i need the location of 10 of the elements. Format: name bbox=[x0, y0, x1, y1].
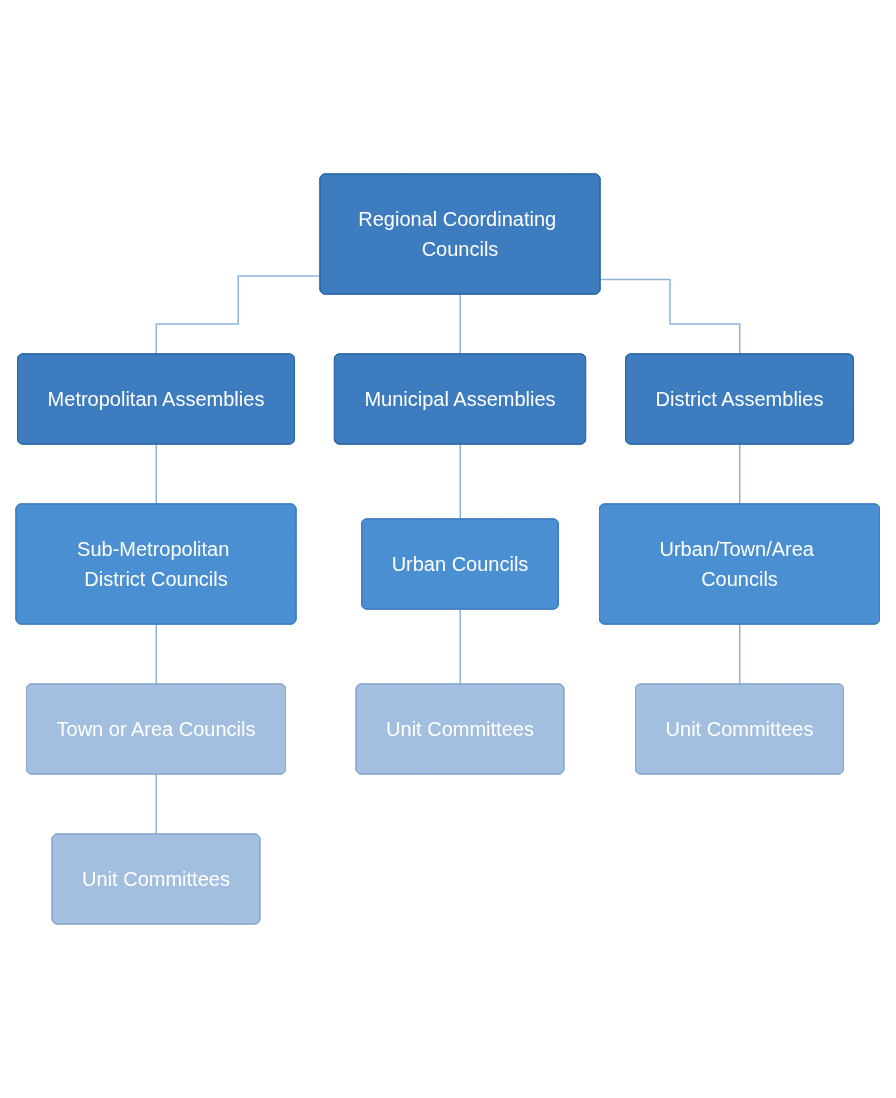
connector bbox=[155, 443, 158, 506]
connector bbox=[600, 278, 741, 356]
connector bbox=[739, 443, 741, 506]
connector bbox=[459, 443, 462, 521]
connector bbox=[155, 773, 158, 836]
connector bbox=[459, 608, 462, 686]
connector bbox=[739, 623, 741, 686]
connector bbox=[155, 623, 158, 686]
connector bbox=[155, 275, 322, 356]
connector bbox=[459, 293, 462, 356]
